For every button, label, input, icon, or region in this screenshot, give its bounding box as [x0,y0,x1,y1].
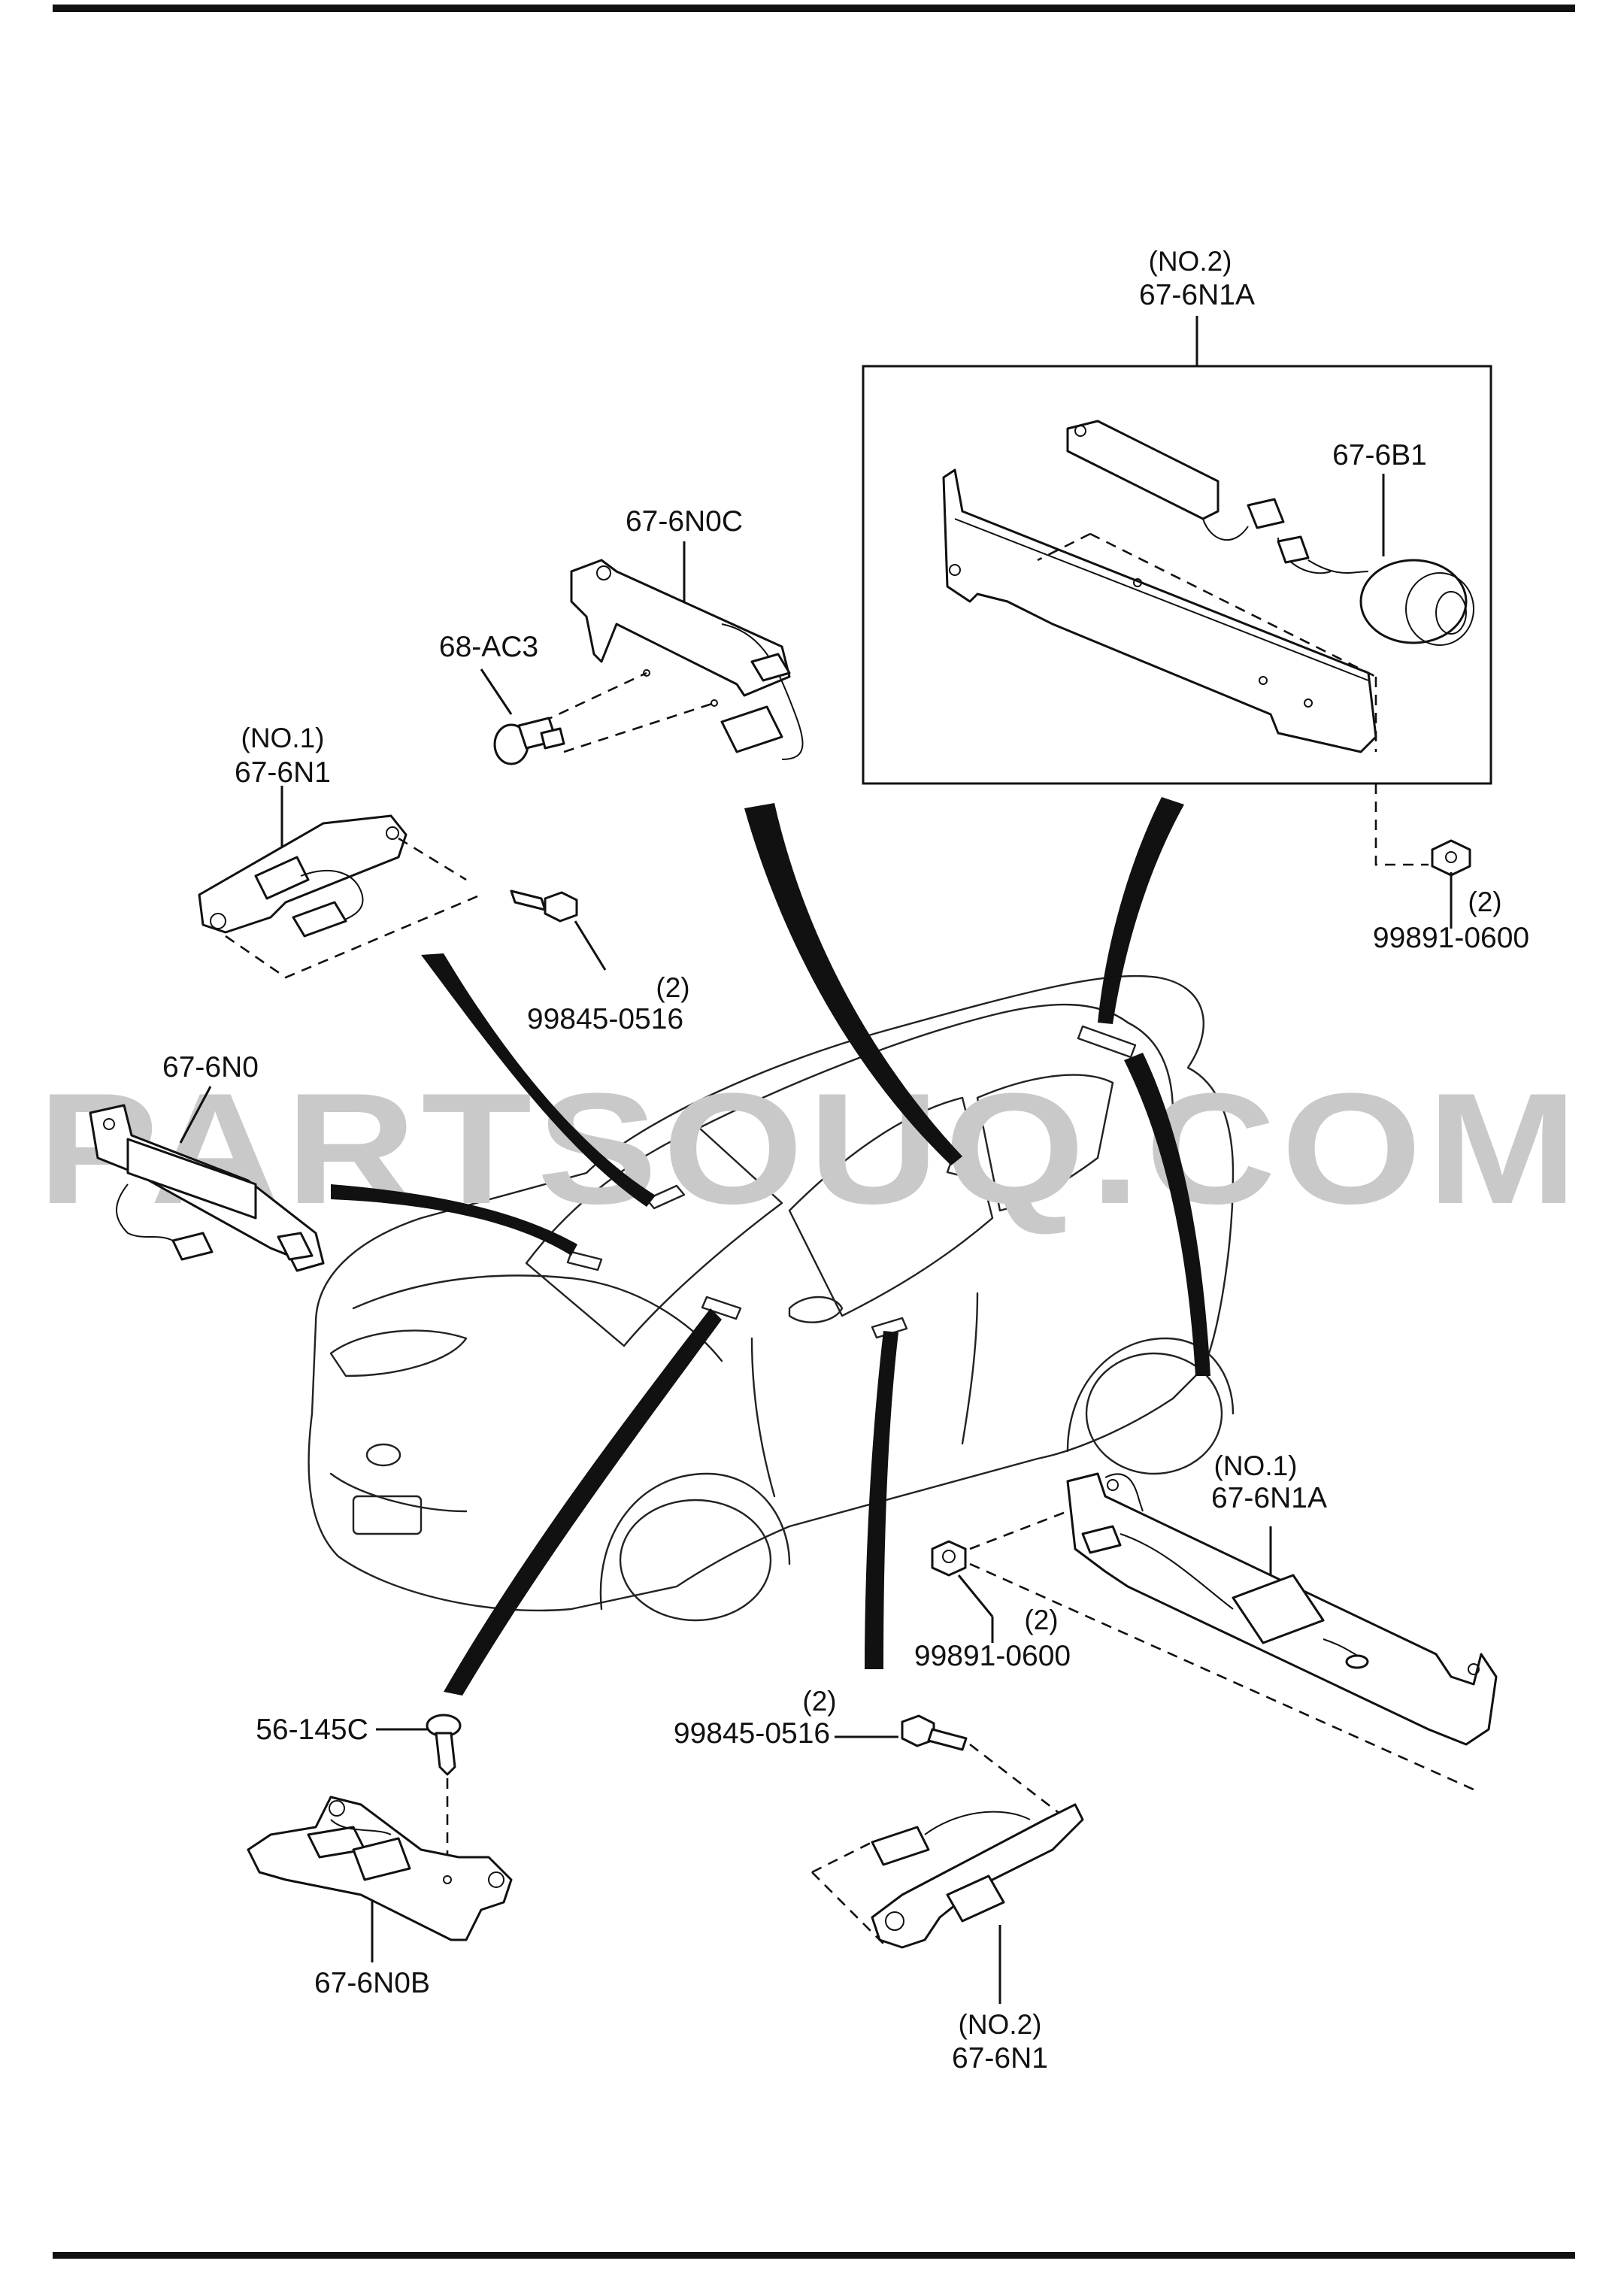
part-67-6n0c [526,559,804,760]
no2-bracket-assembly [942,420,1474,753]
no2-note-bottom: (NO.2) [959,2009,1042,2040]
labels: (NO.2) 67-6N1A 67-6B1 67-6N0C 68-AC3 (NO… [162,246,1529,2074]
part-no2-67-6n1-bottom [811,1803,1084,1949]
no2-67-6n1a-box [862,365,1492,785]
part-no1-67-6n1-left [198,814,482,979]
nut-99891-0600-mid [931,1540,994,1643]
part-67-6n0 [89,1104,325,1272]
label-99845-bottom: 99845-0516 [674,1717,830,1750]
label-68-ac3: 68-AC3 [439,631,538,663]
no1-note-left: (NO.1) [241,723,325,753]
bolt-99845-0516-bottom [901,1714,1068,1821]
car-illustration [308,974,1235,1622]
qty-99845-bottom: (2) [802,1686,836,1717]
leader-68-ac3 [480,668,513,715]
watermark: PARTSOUQ.COM [38,1060,1583,1237]
label-99891-mid: 99891-0600 [914,1640,1071,1672]
label-99845-top: 99845-0516 [527,1003,683,1035]
part-no1-67-6n1a-right [969,1472,1498,1791]
pointer-wedges [331,797,1210,1696]
part-67-6n0b [247,1796,513,1941]
label-67-6b1: 67-6B1 [1332,439,1427,471]
no1-part-left: 67-6N1 [235,756,331,789]
qty-99845-top: (2) [656,972,689,1003]
qty-99891-mid: (2) [1024,1605,1058,1635]
top-rule [53,5,1575,12]
label-99891-right: 99891-0600 [1373,922,1529,954]
label-67-6n0: 67-6N0 [162,1051,259,1083]
leader-67-6n0 [179,1086,212,1144]
no1-note-right: (NO.1) [1214,1450,1298,1481]
nut-99891-0600-right [1374,783,1471,929]
no2-part-top: 67-6N1A [1139,279,1255,311]
bottom-rule [53,2252,1575,2259]
no1-part-right: 67-6N1A [1211,1482,1327,1514]
qty-99891-right: (2) [1468,886,1501,917]
label-67-6n0b: 67-6N0B [314,1967,430,1999]
label-56-145c: 56-145C [256,1714,368,1746]
label-67-6n0c: 67-6N0C [626,505,743,538]
clip-68-ac3 [493,717,565,765]
bolt-99845-0516-top [510,889,607,971]
clip-56-145c [426,1714,462,1861]
no2-note-top: (NO.2) [1149,246,1232,277]
no2-part-bottom: 67-6N1 [952,2042,1048,2074]
